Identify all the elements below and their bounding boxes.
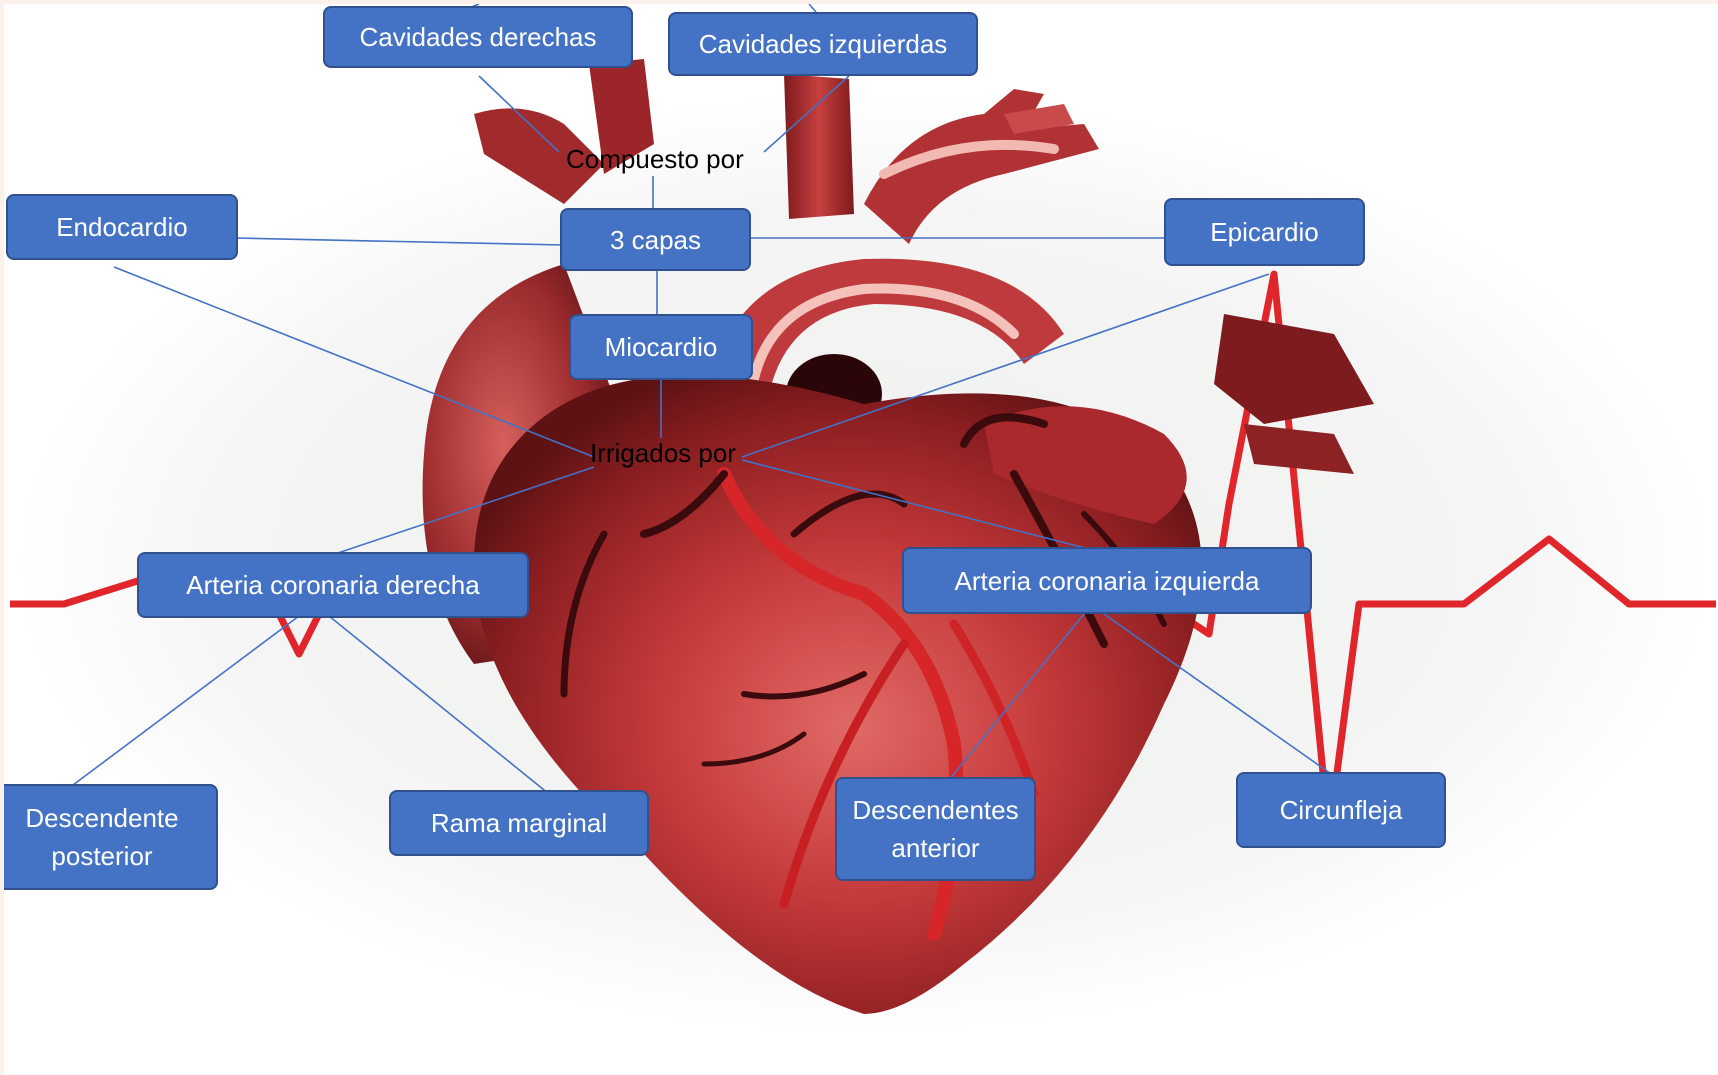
node-epicardio[interactable]: Epicardio [1164,198,1365,266]
node-label-line-2: anterior [852,829,1018,867]
node-arteria-coronaria-izquierda[interactable]: Arteria coronaria izquierda [902,547,1312,614]
node-cavidades-izquierdas[interactable]: Cavidades izquierdas [668,12,978,76]
node-label: Miocardio [605,328,718,366]
node-arteria-coronaria-derecha[interactable]: Arteria coronaria derecha [137,552,529,618]
node-label: Circunfleja [1280,791,1403,829]
node-miocardio[interactable]: Miocardio [569,314,753,380]
node-label-line-1: Descendente [25,799,178,837]
node-rama-marginal[interactable]: Rama marginal [389,790,649,856]
diagram-canvas: Cavidades derechas Cavidades izquierdas … [4,4,1718,1075]
label-irrigados-por: Irrigados por [590,438,736,468]
node-3-capas[interactable]: 3 capas [560,208,751,271]
node-descendente-posterior[interactable]: Descendente posterior [4,784,218,890]
node-label: Rama marginal [431,804,607,842]
node-descendentes-anterior[interactable]: Descendentes anterior [835,777,1036,881]
node-label: Epicardio [1210,213,1318,251]
node-label: Endocardio [56,208,188,246]
node-cavidades-derechas[interactable]: Cavidades derechas [323,6,633,68]
node-label-line-1: Descendentes [852,791,1018,829]
node-label-line-2: posterior [25,837,178,875]
node-label: Arteria coronaria izquierda [955,562,1260,600]
node-endocardio[interactable]: Endocardio [6,194,238,260]
node-label: Cavidades izquierdas [699,25,948,63]
node-label: Cavidades derechas [359,18,596,56]
node-circunfleja[interactable]: Circunfleja [1236,772,1446,848]
heart-illustration [4,4,1718,1075]
node-label: Arteria coronaria derecha [186,566,479,604]
label-compuesto-por: Compuesto por [566,144,744,174]
node-label: 3 capas [610,221,701,259]
